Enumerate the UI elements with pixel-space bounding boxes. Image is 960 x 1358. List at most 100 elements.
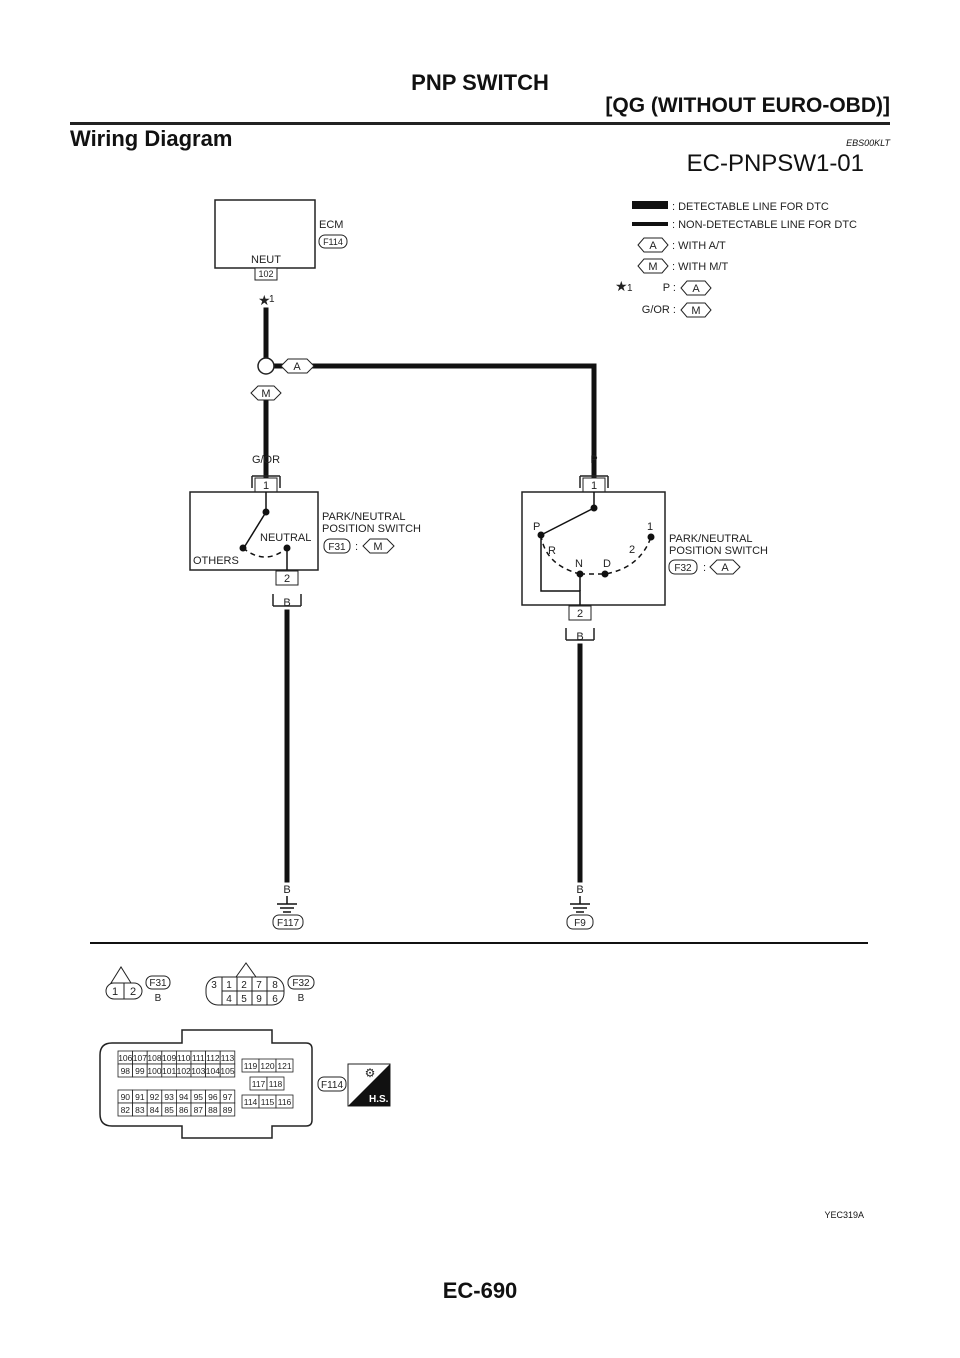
mt-connector: F31 <box>328 542 346 553</box>
f114-pin-100: 100 <box>147 1066 161 1076</box>
hs-wire-icon: ⚙ <box>365 1066 376 1080</box>
page-header-subtitle: [QG (WITHOUT EURO-OBD)] <box>605 94 890 117</box>
f114-pin-87: 87 <box>194 1105 204 1115</box>
f114-pin-99: 99 <box>135 1066 145 1076</box>
ecm-label: ECM <box>319 219 343 231</box>
f114-pin-114: 114 <box>244 1097 258 1107</box>
f114-pin-97: 97 <box>223 1092 233 1102</box>
ecm-star-number: 1 <box>269 294 275 305</box>
f32-pin-bottom-4: 6 <box>272 994 278 1005</box>
ecm-star-icon: ★ <box>258 292 271 308</box>
ecm-block: ECM F114 NEUT 102 ★ 1 <box>214 199 348 308</box>
ground-right-wire: B <box>576 884 583 896</box>
at-pos-p: P <box>533 521 540 533</box>
mt-tag: M <box>373 541 382 553</box>
f114-pin-92: 92 <box>150 1092 160 1102</box>
at-pos-2: 2 <box>629 544 635 556</box>
mt-wire-in-label: G/OR <box>252 454 280 466</box>
non-detectable-line-swatch <box>632 222 668 226</box>
f32-pin-top-4: 7 <box>256 980 262 991</box>
f114-pin-104: 104 <box>206 1066 220 1076</box>
f114-pin-116: 116 <box>278 1097 292 1107</box>
switch-at: P 1 P R N D 2 1 2 B PARK/NEUTRAL POSITIO… <box>521 454 768 643</box>
junction-tag-m: M <box>261 388 270 400</box>
f32-pin-top-1: 3 <box>211 980 217 991</box>
diagram-id: EC-PNPSW1-01 <box>686 150 864 177</box>
ground-left-connector: F117 <box>277 918 299 929</box>
section-code: EBS00KLT <box>846 138 890 148</box>
f114-pin-83: 83 <box>135 1105 145 1115</box>
at-name-line2: POSITION SWITCH <box>669 545 768 557</box>
f114-pin-102: 102 <box>177 1066 191 1076</box>
f114-pin-88: 88 <box>208 1105 218 1115</box>
f114-pin-90: 90 <box>121 1092 131 1102</box>
ground-left: B F117 <box>272 884 304 930</box>
legend-note-gor-tag: M <box>691 305 700 317</box>
f114-pin-121: 121 <box>277 1061 291 1071</box>
at-pos-r: R <box>548 545 556 557</box>
f32-pin-top-5: 8 <box>272 980 278 991</box>
f31-color: B <box>155 993 162 1004</box>
f114-pin-91: 91 <box>135 1092 145 1102</box>
legend-detectable: : DETECTABLE LINE FOR DTC <box>672 201 829 213</box>
legend: : DETECTABLE LINE FOR DTC : NON-DETECTAB… <box>615 201 857 318</box>
at-pin-out: 2 <box>577 608 583 620</box>
f114-pin-84: 84 <box>150 1105 160 1115</box>
ecm-connector-label: F114 <box>323 237 343 247</box>
at-pos-d: D <box>603 558 611 570</box>
at-pos-1: 1 <box>647 521 653 533</box>
legend-mt-tag: M <box>648 261 657 273</box>
at-pin-in: 1 <box>591 480 597 492</box>
f114-pin-95: 95 <box>194 1092 204 1102</box>
at-wire-out-label: B <box>576 631 583 643</box>
junction: A M <box>250 357 315 401</box>
at-colon: : <box>703 562 706 574</box>
mt-name-line2: POSITION SWITCH <box>322 523 421 535</box>
legend-note-p-tag: A <box>692 283 700 295</box>
at-name-line1: PARK/NEUTRAL <box>669 533 753 545</box>
ecm-terminal-name: NEUT <box>251 254 281 266</box>
f114-pin-111: 111 <box>192 1053 205 1063</box>
f114-pin-105: 105 <box>220 1066 234 1076</box>
f114-pin-82: 82 <box>121 1105 131 1115</box>
f32-color: B <box>298 993 305 1004</box>
section-title: Wiring Diagram <box>70 126 233 151</box>
legend-note-p: P : <box>663 282 676 294</box>
f31-pin-1: 1 <box>112 986 118 998</box>
f114-pin-107: 107 <box>133 1053 147 1063</box>
f114-pin-108: 108 <box>147 1053 161 1063</box>
hs-label: H.S. <box>369 1094 389 1105</box>
f114-pin-119: 119 <box>244 1061 258 1071</box>
at-connector: F32 <box>674 563 692 574</box>
f114-name: F114 <box>321 1080 343 1091</box>
f114-pin-94: 94 <box>179 1092 189 1102</box>
legend-with-mt: : WITH M/T <box>672 261 728 273</box>
mt-pin-in: 1 <box>263 480 269 492</box>
f32-pin-top-2: 1 <box>226 980 232 991</box>
f114-pin-112: 112 <box>206 1053 220 1063</box>
legend-non-detectable: : NON-DETECTABLE LINE FOR DTC <box>672 219 857 231</box>
mt-colon: : <box>355 541 358 553</box>
f114-pin-98: 98 <box>121 1066 131 1076</box>
f114-pin-89: 89 <box>223 1105 233 1115</box>
f114-pin-110: 110 <box>177 1053 191 1063</box>
at-pos-n: N <box>575 558 583 570</box>
hs-icon: ⚙ H.S. <box>347 1063 391 1107</box>
ground-left-wire: B <box>283 884 290 896</box>
legend-star-number: 1 <box>627 283 633 294</box>
legend-at-tag: A <box>649 240 657 252</box>
legend-with-at: : WITH A/T <box>672 240 726 252</box>
page-number: EC-690 <box>442 1278 518 1303</box>
f114-pin-115: 115 <box>261 1097 275 1107</box>
f31-name: F31 <box>149 978 167 989</box>
mt-wire-out-label: B <box>283 597 290 609</box>
f114-pin-101: 101 <box>162 1066 176 1076</box>
mt-pin-out: 2 <box>284 573 290 585</box>
f114-pin-103: 103 <box>191 1066 205 1076</box>
mt-pos-others: OTHERS <box>193 555 239 567</box>
ecm-terminal-number: 102 <box>258 269 273 279</box>
detectable-line-swatch <box>632 201 668 209</box>
